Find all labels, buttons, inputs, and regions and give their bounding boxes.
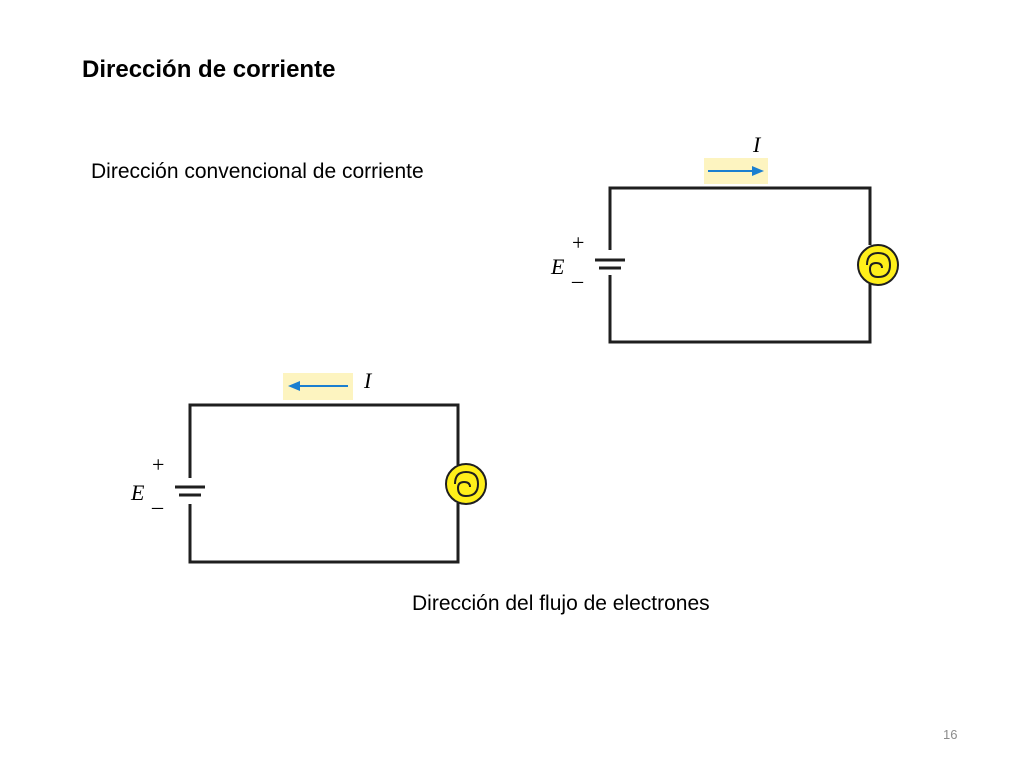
- battery-icon: [595, 258, 625, 270]
- minus-sign: _: [151, 486, 164, 511]
- current-label: I: [752, 132, 762, 157]
- minus-sign: _: [571, 260, 584, 285]
- caption-conventional-current: Dirección convencional de corriente: [91, 160, 424, 183]
- circuit-diagram-conventional: + E _ I: [550, 132, 899, 344]
- slide-number: 16: [943, 727, 958, 742]
- circuit-wire: [188, 403, 460, 564]
- battery-icon: [175, 485, 205, 497]
- arrow-right-icon: [708, 166, 764, 176]
- emf-label: E: [550, 254, 565, 279]
- circuit-wire: [608, 186, 872, 344]
- current-label: I: [363, 368, 373, 393]
- emf-label: E: [130, 480, 145, 505]
- plus-sign: +: [572, 230, 584, 255]
- plus-sign: +: [152, 452, 164, 477]
- lamp-icon: [445, 463, 487, 505]
- caption-electron-flow: Dirección del flujo de electrones: [412, 592, 710, 615]
- slide-title: Dirección de corriente: [82, 56, 336, 83]
- lamp-icon: [857, 244, 899, 286]
- circuit-diagram-electron-flow: + E _ I: [130, 368, 487, 564]
- arrow-left-icon: [288, 381, 348, 391]
